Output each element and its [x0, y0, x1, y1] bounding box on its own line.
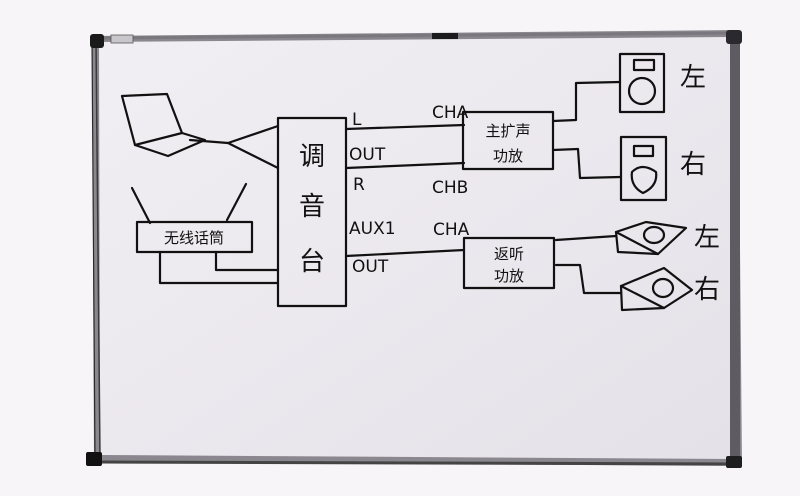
monitor-speaker-right-label: 右	[694, 275, 720, 305]
port-label-r: R	[353, 175, 365, 195]
monitor-amp-to-speakers	[554, 234, 623, 295]
monitor-speaker-right-icon	[619, 266, 694, 312]
main-amp-box: 主扩声 功放	[461, 110, 555, 171]
wireless-mic-box: 无线话筒	[135, 220, 254, 254]
mixer-label-1: 调	[299, 142, 325, 172]
mixer-box: 调 音 台	[276, 116, 348, 308]
port-label-l: L	[352, 110, 362, 130]
main-amp-to-speakers	[551, 80, 622, 180]
main-speaker-right-icon	[619, 135, 668, 202]
whiteboard-frame	[86, 30, 742, 468]
laptop-icon	[120, 92, 207, 158]
laptop-to-mixer-cable	[188, 124, 280, 170]
wireless-mic-label: 无线话筒	[164, 229, 224, 247]
main-speaker-left-label: 左	[680, 63, 706, 93]
brand-badge	[432, 33, 458, 39]
port-label-aux1: AUX1	[349, 219, 396, 239]
monitor-amp-label-2: 功放	[494, 267, 524, 285]
frame-corner	[726, 30, 742, 44]
mic-to-mixer-cables	[158, 250, 280, 285]
wireless-mic-antennas	[130, 182, 248, 225]
main-speaker-left-icon	[618, 52, 666, 114]
main-amp-cha-label: CHA	[432, 103, 469, 123]
mixer-label-3: 台	[299, 247, 325, 277]
monitor-amp-label-1: 返听	[494, 245, 524, 263]
port-label-out-main: OUT	[349, 145, 386, 165]
monitor-amp-cha-label: CHA	[433, 220, 470, 240]
mixer-to-amp-cables	[344, 123, 466, 258]
port-label-out-aux: OUT	[352, 257, 389, 277]
monitor-amp-box: 返听 功放	[462, 236, 556, 290]
monitor-speaker-left-icon	[614, 220, 688, 256]
monitor-speaker-left-label: 左	[694, 223, 720, 253]
mixer-label-2: 音	[299, 192, 325, 222]
frame-corner	[86, 452, 102, 466]
main-amp-chb-label: CHB	[432, 178, 468, 198]
main-amp-label-1: 主扩声	[485, 122, 530, 140]
frame-corner	[90, 34, 104, 48]
main-amp-label-2: 功放	[493, 147, 523, 165]
main-speaker-right-label: 右	[680, 150, 706, 180]
frame-corner	[726, 456, 742, 468]
